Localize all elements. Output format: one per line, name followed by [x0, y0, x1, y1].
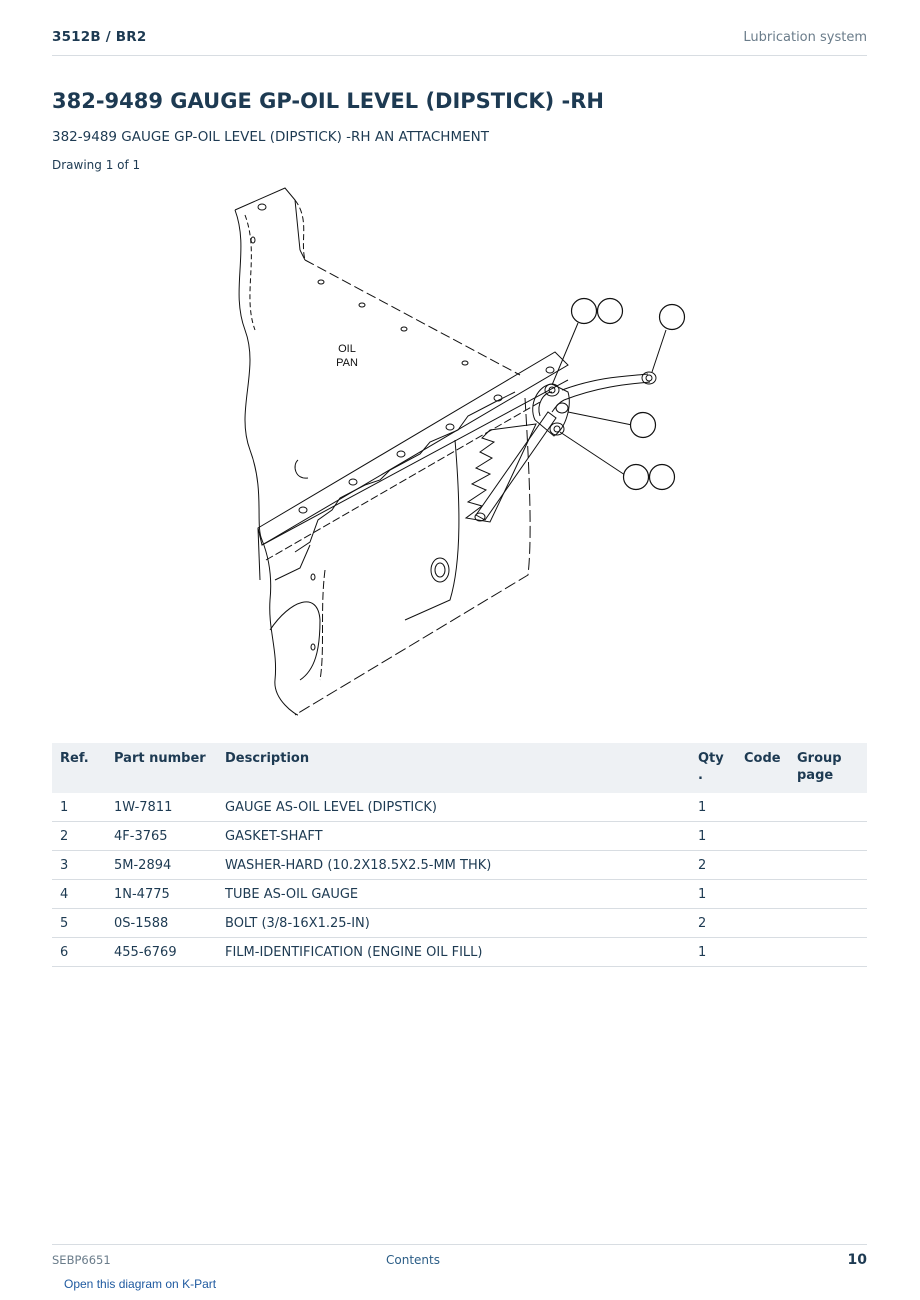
- cell-description: BOLT (3/8-16X1.25-IN): [217, 908, 690, 938]
- open-kpart-link[interactable]: Open this diagram on K-Part: [64, 1277, 217, 1291]
- table-row: 5 0S-1588 BOLT (3/8-16X1.25-IN) 2: [52, 908, 867, 938]
- cell-part-number: 5M-2894: [106, 850, 217, 880]
- drawing-label: Drawing 1 of 1: [52, 158, 141, 172]
- contents-link[interactable]: Contents: [386, 1253, 440, 1267]
- cell-ref: 4: [52, 879, 106, 909]
- cell-part-number: 1W-7811: [106, 793, 217, 822]
- cell-group-page: [789, 850, 867, 880]
- cell-code: [736, 821, 789, 851]
- cell-group-page: [789, 821, 867, 851]
- header-description: Description: [225, 751, 310, 766]
- cell-description: TUBE AS-OIL GAUGE: [217, 879, 690, 909]
- section-label: Lubrication system: [743, 30, 867, 45]
- cell-code: [736, 879, 789, 909]
- header-group-page: Group page: [789, 743, 867, 793]
- cell-qty: 2: [690, 850, 736, 880]
- cell-group-page: [789, 793, 867, 822]
- header-code: Code: [744, 751, 781, 766]
- cell-part-number: 1N-4775: [106, 879, 217, 909]
- page-number: 10: [847, 1252, 867, 1268]
- cell-part-number: 455-6769: [106, 937, 217, 967]
- header-qty-line2: .: [698, 768, 703, 783]
- cell-part-number: 4F-3765: [106, 821, 217, 851]
- footer-divider: [52, 1244, 867, 1245]
- header-part-number: Part number: [114, 751, 206, 766]
- cell-ref: 1: [52, 793, 106, 822]
- model-label: 3512B / BR2: [52, 29, 147, 45]
- cell-description: WASHER-HARD (10.2X18.5X2.5-MM THK): [217, 850, 690, 880]
- table-row: 4 1N-4775 TUBE AS-OIL GAUGE 1: [52, 879, 867, 909]
- oil-pan-label-line2: PAN: [336, 357, 358, 369]
- table-row: 3 5M-2894 WASHER-HARD (10.2X18.5X2.5-MM …: [52, 850, 867, 880]
- table-row: 1 1W-7811 GAUGE AS-OIL LEVEL (DIPSTICK) …: [52, 793, 867, 822]
- cell-code: [736, 793, 789, 822]
- header-ref: Ref.: [60, 751, 89, 766]
- header-divider: [52, 55, 867, 56]
- cell-part-number: 0S-1588: [106, 908, 217, 938]
- cell-qty: 1: [690, 821, 736, 851]
- cell-code: [736, 908, 789, 938]
- parts-diagram: OIL PAN: [234, 187, 686, 716]
- header-group-line1: Group: [797, 751, 842, 766]
- oil-pan-dipstick-line-drawing: [234, 187, 667, 716]
- parts-table: Ref. Part number Description Qty. Code G…: [52, 743, 867, 967]
- cell-code: [736, 850, 789, 880]
- table-row: 2 4F-3765 GASKET-SHAFT 1: [52, 821, 867, 851]
- document-id: SEBP6651: [52, 1253, 111, 1267]
- cell-ref: 6: [52, 937, 106, 967]
- header-qty: Qty.: [690, 743, 736, 793]
- cell-ref: 5: [52, 908, 106, 938]
- oil-pan-label-line1: OIL: [338, 343, 356, 355]
- cell-qty: 2: [690, 908, 736, 938]
- table-row: 6 455-6769 FILM-IDENTIFICATION (ENGINE O…: [52, 937, 867, 967]
- cell-group-page: [789, 908, 867, 938]
- cell-description: GASKET-SHAFT: [217, 821, 690, 851]
- page-subtitle: 382-9489 GAUGE GP-OIL LEVEL (DIPSTICK) -…: [52, 129, 489, 145]
- cell-description: GAUGE AS-OIL LEVEL (DIPSTICK): [217, 793, 690, 822]
- cell-ref: 2: [52, 821, 106, 851]
- cell-qty: 1: [690, 879, 736, 909]
- callout-circles: [570, 297, 686, 491]
- cell-qty: 1: [690, 793, 736, 822]
- cell-code: [736, 937, 789, 967]
- cell-qty: 1: [690, 937, 736, 967]
- cell-group-page: [789, 879, 867, 909]
- cell-group-page: [789, 937, 867, 967]
- parts-table-header-row: Ref. Part number Description Qty. Code G…: [52, 743, 867, 793]
- cell-description: FILM-IDENTIFICATION (ENGINE OIL FILL): [217, 937, 690, 967]
- header-qty-line1: Qty: [698, 751, 724, 766]
- cell-ref: 3: [52, 850, 106, 880]
- header-group-line2: page: [797, 768, 834, 783]
- page-title: 382-9489 GAUGE GP-OIL LEVEL (DIPSTICK) -…: [52, 89, 604, 113]
